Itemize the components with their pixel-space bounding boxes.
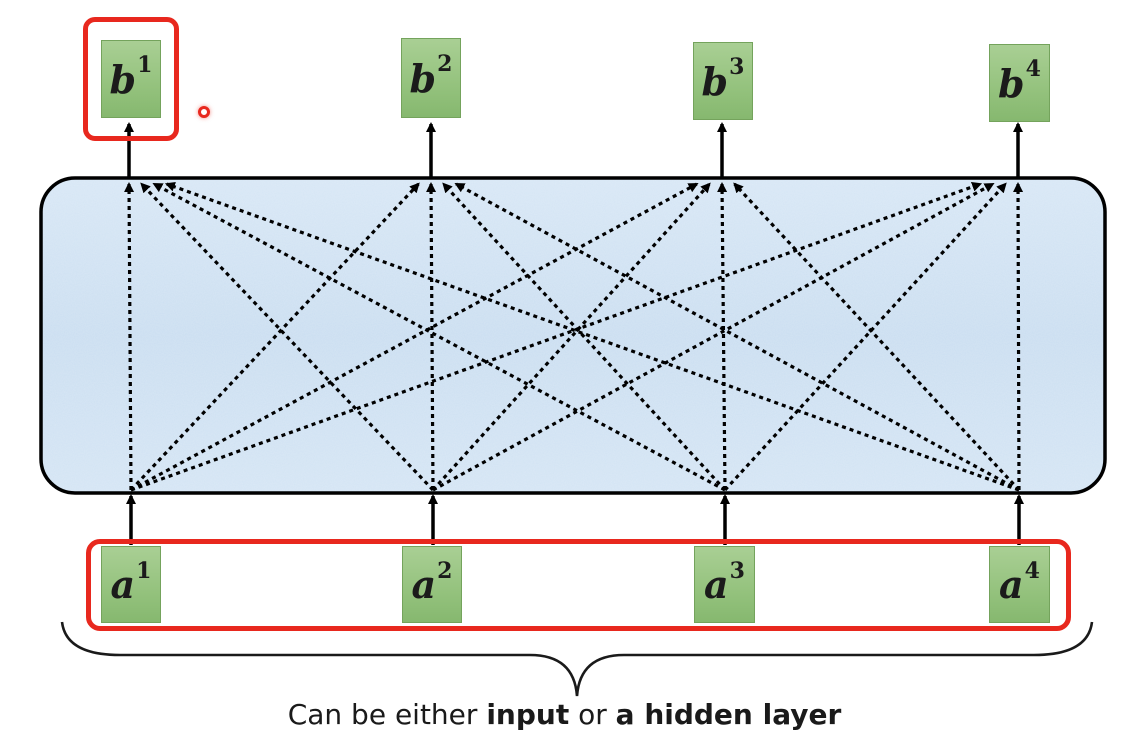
- output-node-b2-base: b: [409, 55, 437, 101]
- input-node-a4-sup: 4: [1024, 557, 1040, 584]
- input-node-a3-sup: 3: [729, 557, 745, 584]
- dotted-arrow-a4-to-b4: [1013, 182, 1024, 491]
- output-node-b1-sup: 1: [137, 52, 153, 78]
- caption-middle: or: [569, 698, 616, 731]
- highlight-box-b1: [83, 17, 179, 141]
- input-node-a1-base: a: [110, 562, 136, 607]
- dotted-arrow-a2-to-b1: [140, 182, 435, 492]
- caption-bold-input: input: [486, 698, 570, 731]
- caption-bold-hidden-layer: a hidden layer: [615, 698, 842, 731]
- input-node-a1-sup: 1: [136, 557, 152, 584]
- solid-arrows: [124, 122, 1024, 545]
- dotted-arrow-a1-to-b1: [124, 182, 135, 491]
- brace: [60, 621, 1094, 697]
- dotted-connections: [124, 181, 1024, 492]
- dotted-arrow-a1-to-b2: [129, 182, 420, 492]
- output-node-b3-base: b: [701, 58, 729, 104]
- dotted-arrow-a4-to-b3: [733, 182, 1021, 492]
- dotted-arrow-a4-to-b1: [164, 181, 1020, 492]
- output-node-b2-sup: 2: [437, 51, 453, 77]
- input-node-a3-base: a: [704, 562, 729, 607]
- input-node-a2-base: a: [411, 562, 437, 607]
- dotted-arrow-a1-to-b3: [130, 182, 699, 492]
- output-node-b4-sup: 4: [1025, 56, 1041, 82]
- dotted-arrow-a3-to-b4: [723, 182, 1007, 492]
- output-node-b4-base: b: [998, 60, 1025, 106]
- dotted-arrow-a3-to-b3: [717, 182, 728, 491]
- caption: Can be either input or a hidden layer: [0, 698, 1129, 731]
- input-node-a4-base: a: [999, 562, 1024, 607]
- dotted-arrow-a3-to-b2: [442, 182, 727, 492]
- pointer-cursor: [198, 106, 210, 118]
- dotted-arrow-a1-to-b4: [130, 182, 983, 492]
- dotted-arrow-a3-to-b1: [152, 182, 726, 492]
- highlight-box-inputs: [86, 539, 1071, 631]
- dotted-arrow-a4-to-b2: [454, 182, 1020, 492]
- caption-prefix: Can be either: [287, 698, 487, 731]
- output-node-b1-base: b: [109, 56, 137, 102]
- dotted-arrow-a2-to-b4: [432, 182, 995, 492]
- dotted-arrow-a2-to-b2: [426, 182, 437, 491]
- output-node-b3-sup: 3: [729, 54, 745, 80]
- input-node-a2-sup: 2: [437, 557, 453, 584]
